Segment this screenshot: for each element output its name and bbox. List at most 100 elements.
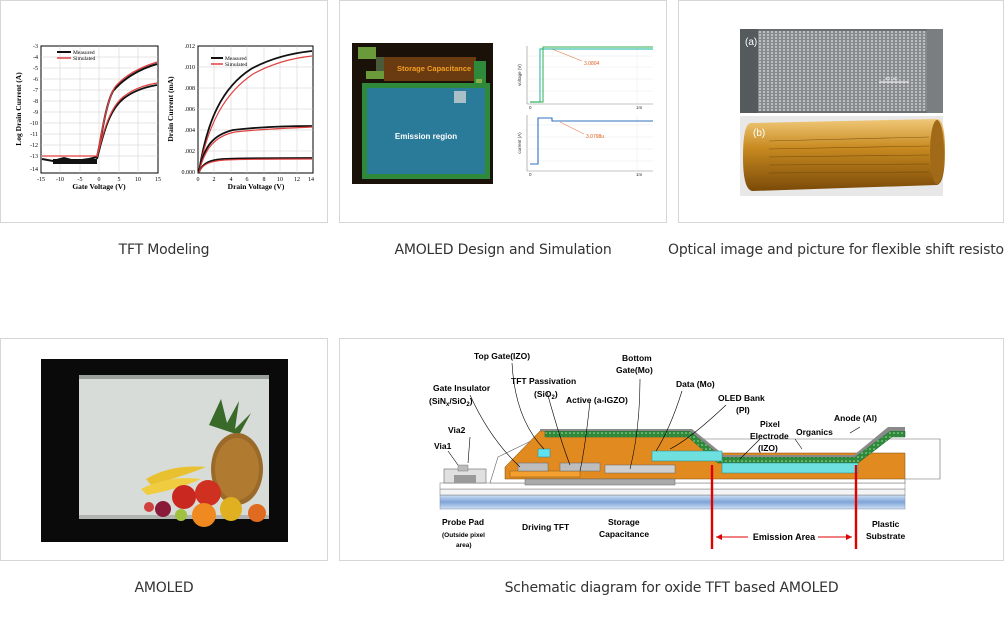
label-driving-tft: Driving TFT bbox=[522, 522, 570, 532]
label-organics: Organics bbox=[796, 427, 833, 437]
ytick: -8 bbox=[33, 99, 38, 105]
ytick: -4 bbox=[33, 55, 38, 61]
legend-measured-left: Measured bbox=[73, 50, 95, 56]
ytick: -13 bbox=[30, 154, 38, 160]
xtick: -10 bbox=[56, 177, 64, 183]
amoled-design-panel: Storage Capacitance Emission region 3.08… bbox=[339, 0, 667, 223]
label-pixel-2: Electrode bbox=[750, 431, 789, 441]
caption-amoled: AMOLED bbox=[134, 580, 194, 596]
xtick: 1m bbox=[636, 172, 643, 177]
xtick: 10 bbox=[135, 177, 141, 183]
label-pi: (PI) bbox=[736, 405, 750, 415]
ytick: .010 bbox=[185, 65, 196, 71]
left-ylabel: Log Drain Current (A) bbox=[14, 72, 23, 146]
xtick: 4 bbox=[230, 177, 233, 183]
label-a: (a) bbox=[745, 37, 757, 48]
label-sio2: (SiO2) bbox=[534, 389, 558, 401]
ytick: .012 bbox=[185, 44, 196, 50]
amoled-photo-panel bbox=[0, 338, 328, 561]
xtick: 6 bbox=[246, 177, 249, 183]
emission-area-label: Emission Area bbox=[753, 532, 816, 542]
label-data: Data (Mo) bbox=[676, 379, 715, 389]
label-bottom-gate-1: Bottom bbox=[622, 353, 652, 363]
ytick: -10 bbox=[30, 121, 38, 127]
fruit-illustration bbox=[141, 399, 266, 527]
right-xlabel: Drain Voltage (V) bbox=[228, 182, 285, 191]
layer-stack bbox=[439, 427, 941, 510]
ytick: -9 bbox=[33, 110, 38, 116]
emission-area-markers: Emission Area bbox=[710, 465, 858, 549]
tft-modeling-figure: Measured Simulated -3 -4 -5 -6 -7 -8 -9 … bbox=[14, 44, 314, 191]
ytick: -14 bbox=[30, 167, 38, 173]
right-ylabel: Drain Current (mA) bbox=[166, 76, 175, 142]
label-tft-passivation: TFT Passivation bbox=[511, 376, 576, 386]
storage-capacitance-label: Storage Capacitance bbox=[397, 64, 471, 73]
xtick: 2 bbox=[213, 177, 216, 183]
label-outside-1: (Outside pixel bbox=[442, 532, 485, 539]
ytick: -3 bbox=[33, 44, 38, 50]
label-top-gate: Top Gate(IZO) bbox=[474, 351, 530, 361]
label-gate-insulator: Gate Insulator bbox=[433, 383, 491, 393]
optical-figure: (a) 40 um (b) bbox=[740, 29, 945, 196]
label-pixel-1: Pixel bbox=[760, 419, 780, 429]
current-simulation-plot: 3.0798u current (A) 0 1m bbox=[517, 115, 653, 177]
xtick: 0 bbox=[98, 177, 101, 183]
label-storage-1: Storage bbox=[608, 517, 640, 527]
legend-simulated-left: Simulated bbox=[73, 56, 96, 62]
flexible-device-photo-b: (b) bbox=[740, 116, 945, 196]
schematic-labels: Top Gate(IZO) Bottom Gate(Mo) TFT Passiv… bbox=[429, 351, 905, 549]
xtick: -15 bbox=[37, 177, 45, 183]
label-gi-material: (SiNx/SiO2) bbox=[429, 396, 473, 408]
ytick: -7 bbox=[33, 88, 38, 94]
xtick: 1m bbox=[636, 105, 643, 110]
xtick: 15 bbox=[155, 177, 161, 183]
label-oled-bank: OLED Bank bbox=[718, 393, 765, 403]
xtick: 8 bbox=[263, 177, 266, 183]
voltage-value: 3.0804 bbox=[584, 61, 600, 67]
ytick: -6 bbox=[33, 77, 38, 83]
ytick: 0.000 bbox=[182, 170, 196, 176]
label-b: (b) bbox=[753, 128, 765, 139]
ytick: -11 bbox=[30, 132, 38, 138]
pixel-layout: Storage Capacitance Emission region bbox=[352, 43, 493, 184]
caption-tft-modeling: TFT Modeling bbox=[118, 242, 210, 258]
label-plastic-1: Plastic bbox=[872, 519, 900, 529]
label-active: Active (a-IGZO) bbox=[566, 395, 628, 405]
label-via2: Via2 bbox=[448, 425, 466, 435]
xtick: 0 bbox=[529, 172, 532, 177]
caption-schematic: Schematic diagram for oxide TFT based AM… bbox=[504, 580, 839, 596]
output-curve-plot: Measured Simulated .012 .010 .008 .006 .… bbox=[166, 44, 314, 191]
tft-modeling-panel: Measured Simulated -3 -4 -5 -6 -7 -8 -9 … bbox=[0, 0, 328, 223]
label-storage-2: Capacitance bbox=[599, 529, 649, 539]
scale-bar-label: 40 um bbox=[885, 76, 898, 81]
ytick: -5 bbox=[33, 66, 38, 72]
amoled-display-photo bbox=[41, 359, 288, 542]
label-outside-2: area) bbox=[456, 542, 472, 549]
xtick: 10 bbox=[277, 177, 283, 183]
label-anode: Anode (Al) bbox=[834, 413, 877, 423]
xtick: 0 bbox=[197, 177, 200, 183]
ytick: -12 bbox=[30, 143, 38, 149]
leader-lines bbox=[447, 362, 861, 472]
optical-image-panel: (a) 40 um (b) bbox=[678, 0, 1004, 223]
oxide-tft-amoled-schematic: Emission Area Top Gate(IZO) Bottom Gate(… bbox=[429, 351, 941, 549]
label-probe-pad: Probe Pad bbox=[442, 517, 484, 527]
caption-optical-image: Optical image and picture for flexible s… bbox=[668, 242, 1004, 258]
ytick: .008 bbox=[185, 86, 196, 92]
ytick: .002 bbox=[185, 149, 196, 155]
xtick: 0 bbox=[529, 105, 532, 110]
label-plastic-2: Substrate bbox=[866, 531, 905, 541]
current-value: 3.0798u bbox=[586, 134, 604, 140]
ytick: .004 bbox=[185, 128, 196, 134]
label-pixel-3: (IZO) bbox=[758, 443, 778, 453]
legend-simulated-right: Simulated bbox=[225, 62, 248, 68]
ytick: .006 bbox=[185, 107, 196, 113]
amoled-layout-figure: Storage Capacitance Emission region 3.08… bbox=[352, 43, 653, 184]
transfer-curve-plot: Measured Simulated -3 -4 -5 -6 -7 -8 -9 … bbox=[14, 44, 161, 191]
caption-amoled-design: AMOLED Design and Simulation bbox=[394, 242, 612, 258]
voltage-ylabel: voltage (V) bbox=[517, 64, 522, 86]
xtick: -5 bbox=[78, 177, 83, 183]
emission-region-label: Emission region bbox=[395, 132, 457, 141]
voltage-simulation-plot: 3.0804 voltage (V) 0 1m bbox=[517, 46, 653, 110]
left-xlabel: Gate Voltage (V) bbox=[72, 182, 126, 191]
